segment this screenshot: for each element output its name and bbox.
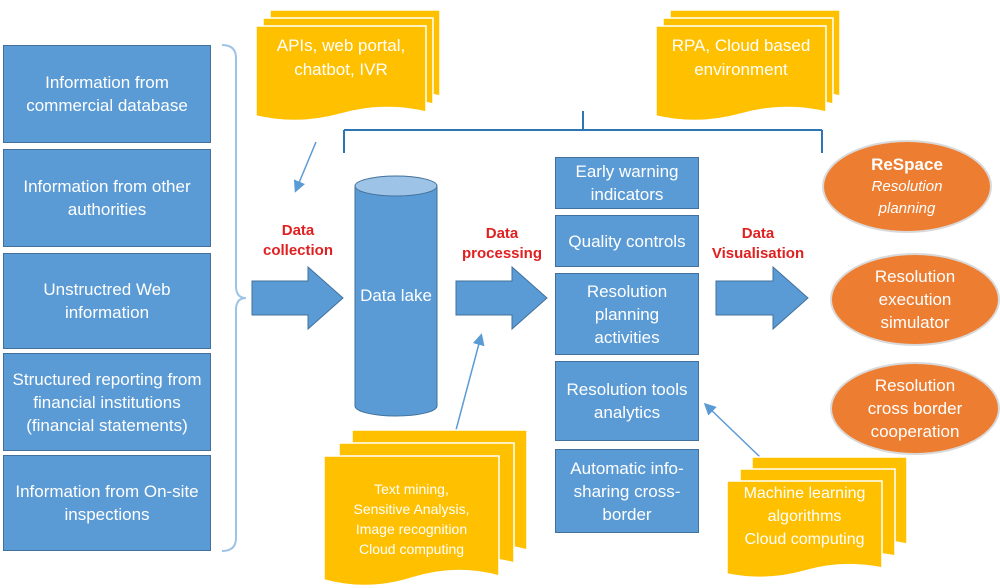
proc-label: Quality controls [568, 231, 686, 251]
data-lake-cylinder [354, 175, 438, 417]
proc-resolution-planning: Resolution planning activities [555, 273, 699, 355]
oval-label: Resolution execution simulator [874, 267, 956, 332]
proc-label: Early warning indicators [575, 162, 679, 204]
source-onsite-inspections: Information from On-site inspections [3, 455, 211, 551]
doc-line: Text mining, [374, 481, 449, 497]
source-brace [221, 44, 247, 552]
arrow-visualisation [715, 265, 809, 331]
doc-line: Cloud computing [358, 541, 465, 557]
proc-label: Automatic info-sharing cross-border [570, 458, 684, 524]
source-label: Structured reporting from financial inst… [12, 369, 202, 435]
doc-line: Image recognition [355, 521, 468, 537]
proc-label: Resolution planning activities [586, 281, 668, 347]
source-structured-reporting: Structured reporting from financial inst… [3, 353, 211, 451]
top-bracket [343, 111, 823, 153]
proc-info-sharing: Automatic info-sharing cross-border [555, 449, 699, 533]
source-label: Information from commercial database [26, 73, 188, 115]
arrow-processing [455, 265, 548, 331]
doc-apis-text: APIs, web portal, chatbot, IVR [276, 36, 406, 79]
label-data-processing: Data processing [461, 225, 543, 262]
proc-resolution-tools: Resolution tools analytics [555, 361, 699, 441]
label-data-visualisation: Data Visualisation [711, 225, 805, 262]
respace-subtitle: Resolution planning [871, 178, 943, 217]
pointer-apis [293, 141, 317, 193]
source-label: Information from On-site inspections [15, 482, 199, 524]
doc-line: algorithms [767, 508, 842, 525]
doc-stack-text-mining [323, 429, 528, 587]
respace-title: ReSpace [871, 155, 943, 174]
doc-stack-apis [255, 9, 441, 122]
doc-line: Sensitive Analysis, [353, 501, 470, 517]
oval-respace: ReSpace Resolution planning [822, 140, 992, 233]
doc-rpa-text: RPA, Cloud based environment [671, 36, 811, 79]
doc-stack-rpa [655, 9, 841, 122]
doc-line: Machine learning [743, 485, 866, 502]
doc-ml-text: Machine learning algorithms Cloud comput… [727, 482, 882, 551]
data-lake-label: Data lake [360, 286, 432, 305]
pointer-text-mining [455, 333, 485, 431]
proc-quality-controls: Quality controls [555, 215, 699, 267]
doc-line: Cloud computing [744, 531, 865, 548]
source-label: Unstructred Web information [43, 280, 171, 322]
doc-stack-ml [726, 456, 908, 579]
oval-label: Resolution cross border cooperation [867, 376, 963, 441]
oval-execution-simulator: Resolution execution simulator [830, 253, 1000, 346]
source-label: Information from other authorities [23, 177, 191, 219]
label-data-collection: Data collection [262, 222, 333, 259]
source-other-authorities: Information from other authorities [3, 149, 211, 247]
oval-cross-border: Resolution cross border cooperation [830, 362, 1000, 455]
source-web-information: Unstructred Web information [3, 253, 211, 349]
doc-text-mining-text: Text mining, Sensitive Analysis, Image r… [324, 479, 499, 559]
pointer-ml [703, 402, 761, 458]
proc-label: Resolution tools analytics [566, 380, 688, 422]
arrow-collection [251, 265, 344, 331]
source-commercial-database: Information from commercial database [3, 45, 211, 143]
proc-early-warning: Early warning indicators [555, 157, 699, 209]
